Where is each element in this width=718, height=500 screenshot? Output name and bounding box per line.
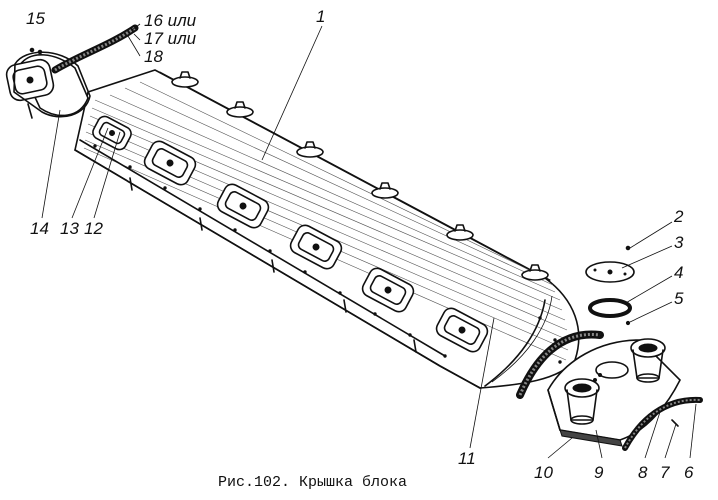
ring-gasket-part-4	[588, 298, 632, 318]
cover-bottom-flange	[74, 149, 481, 389]
leader-lines	[41, 23, 697, 459]
end-plate-part-10	[547, 338, 681, 447]
screw-part-2	[625, 245, 631, 251]
cover-end-arch	[484, 299, 546, 387]
label-part-11: 11	[458, 449, 476, 468]
ridge-caps	[171, 71, 549, 281]
inspection-windows	[92, 115, 489, 353]
end-plate-center-hole	[595, 361, 629, 379]
filler-cup-left	[564, 378, 600, 425]
label-part-14: 14	[30, 219, 49, 238]
cover-body	[74, 69, 580, 389]
label-part-12: 12	[84, 219, 103, 238]
figure-caption: Рис.102. Крышка блока	[218, 474, 407, 491]
label-part-13: 13	[60, 219, 79, 238]
label-part-1: 1	[316, 7, 325, 26]
label-part-6: 6	[684, 463, 694, 482]
label-part-17: 17 или	[144, 29, 197, 48]
cover-flange-holes	[93, 144, 562, 364]
part-labels: 1 2 3 4 5 6 7 8 9 10 11 12 13 14 15 16 и…	[26, 7, 694, 482]
washer-part-5	[625, 320, 631, 326]
pin-part-7	[671, 419, 679, 427]
label-part-16: 16 или	[144, 11, 197, 30]
filler-cup-right	[630, 338, 666, 383]
label-part-9: 9	[594, 463, 604, 482]
round-cover-part-3	[585, 261, 635, 283]
label-part-5: 5	[674, 289, 684, 308]
label-part-4: 4	[674, 263, 683, 282]
label-part-7: 7	[660, 463, 670, 482]
label-part-3: 3	[674, 233, 684, 252]
label-part-2: 2	[673, 207, 684, 226]
label-part-10: 10	[534, 463, 553, 482]
side-studs	[129, 177, 417, 353]
cover-flange-edge	[79, 139, 446, 357]
label-part-8: 8	[638, 463, 648, 482]
sealing-cord-part-16	[51, 24, 139, 74]
label-part-15: 15	[26, 9, 45, 28]
end-gasket-part-6	[622, 396, 703, 451]
label-part-18: 18	[144, 47, 163, 66]
front-gasket-part-14	[13, 51, 91, 118]
cover-outline	[74, 69, 580, 389]
